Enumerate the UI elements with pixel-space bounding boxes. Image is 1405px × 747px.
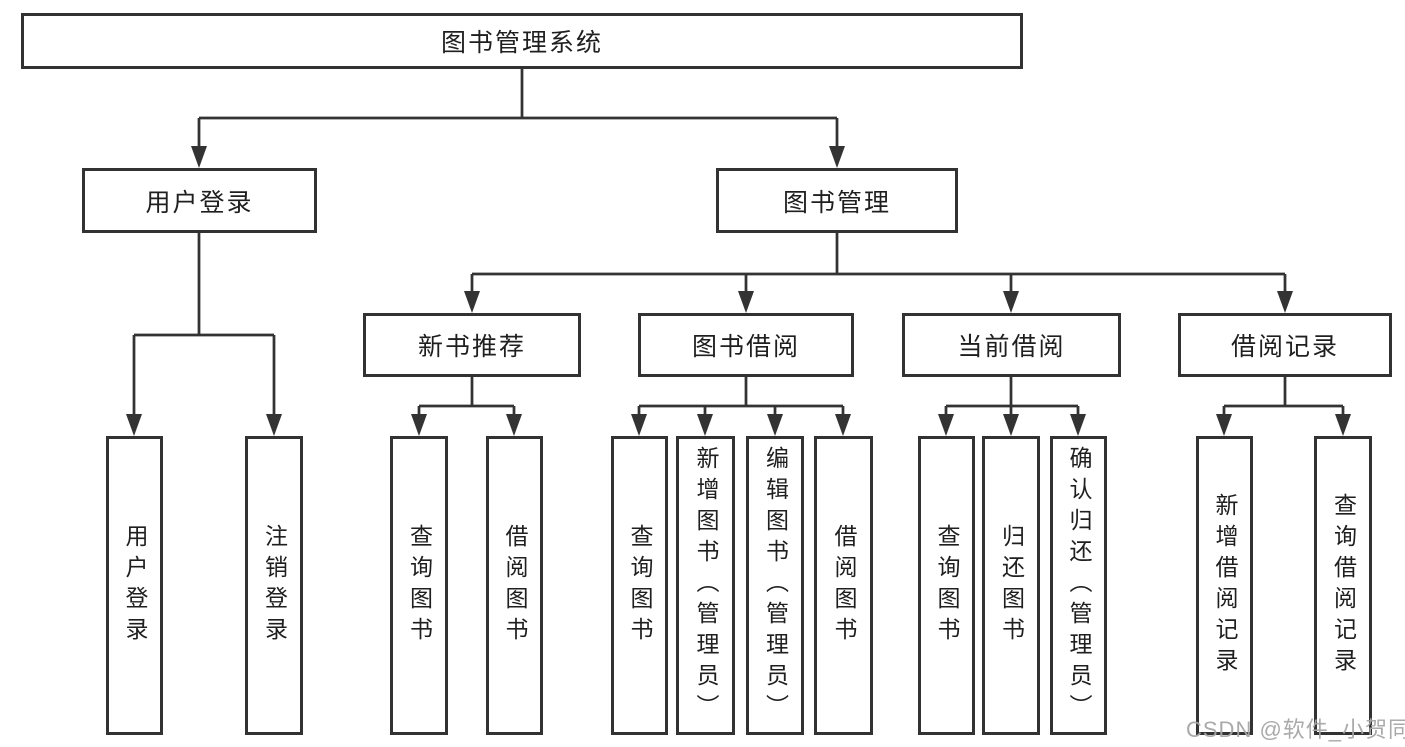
leaf-label: 确认归还（管理员） [1066, 446, 1092, 725]
arrowhead [938, 414, 954, 436]
leaf-label: 新增借阅记录 [1212, 492, 1238, 679]
arrowhead [1003, 414, 1019, 436]
connector-root-to-level1 [191, 69, 845, 168]
connector-book-management-children [464, 233, 1293, 313]
arrowhead [126, 414, 142, 436]
node-book-borrow: 图书借阅 [638, 313, 854, 377]
arrowhead [1070, 414, 1086, 436]
leaf-label: 借阅图书 [831, 523, 857, 648]
leaf-label: 查询图书 [627, 523, 653, 648]
arrowhead [1277, 291, 1293, 313]
arrowhead [191, 146, 207, 168]
arrowhead [266, 414, 282, 436]
arrowhead [506, 414, 522, 436]
node-label: 图书管理系统 [440, 29, 603, 57]
arrowhead [631, 414, 647, 436]
arrowhead [464, 291, 480, 313]
node-user-login: 用户登录 [82, 168, 317, 233]
leaf-label: 查询借阅记录 [1330, 492, 1357, 679]
connector-book-borrow-children [631, 377, 851, 436]
leaf-add-books-admin: 新增图书（管理员） [676, 436, 735, 735]
leaf-label: 归还图书 [998, 523, 1025, 648]
arrowhead [1335, 414, 1351, 436]
arrowhead [738, 291, 754, 313]
leaf-label: 注销登录 [261, 523, 288, 648]
leaf-label: 用户登录 [122, 523, 148, 648]
leaf-label: 编辑图书（管理员） [762, 446, 789, 725]
arrowhead [829, 146, 845, 168]
leaf-query-books-borrow: 查询图书 [611, 436, 668, 735]
node-current-borrow: 当前借阅 [902, 313, 1121, 377]
connector-borrow-records-children [1216, 377, 1351, 436]
leaf-label: 查询图书 [934, 523, 960, 648]
leaf-confirm-return-admin: 确认归还（管理员） [1050, 436, 1107, 735]
node-book-management: 图书管理 [716, 168, 958, 233]
leaf-label: 新增图书（管理员） [693, 446, 719, 725]
connector-current-borrow-children [938, 377, 1086, 436]
node-label: 借阅记录 [1230, 333, 1339, 361]
leaf-label: 借阅图书 [502, 523, 528, 648]
leaf-user-login: 用户登录 [106, 436, 163, 735]
leaf-query-books-recommend: 查询图书 [390, 436, 448, 735]
leaf-return-books: 归还图书 [982, 436, 1040, 735]
connector-new-book-children [411, 377, 522, 436]
arrowhead [767, 414, 783, 436]
arrowhead [835, 414, 851, 436]
leaf-logout: 注销登录 [245, 436, 303, 735]
node-label: 当前借阅 [957, 333, 1066, 361]
connector-user-login-children [126, 233, 282, 436]
node-borrow-records: 借阅记录 [1178, 313, 1392, 377]
node-library-management-system: 图书管理系统 [21, 13, 1023, 69]
leaf-query-books-current: 查询图书 [918, 436, 975, 735]
leaf-borrow-books: 借阅图书 [814, 436, 873, 735]
node-label: 新书推荐 [417, 333, 526, 361]
node-label: 图书借阅 [691, 333, 800, 361]
arrowhead [697, 414, 713, 436]
arrowhead [1003, 291, 1019, 313]
arrowhead [411, 414, 427, 436]
leaf-label: 查询图书 [406, 523, 433, 648]
arrowhead [1216, 414, 1232, 436]
leaf-add-borrow-record: 新增借阅记录 [1196, 436, 1253, 735]
leaf-borrow-books-recommend: 借阅图书 [486, 436, 543, 735]
node-new-book-recommend: 新书推荐 [363, 313, 581, 377]
csdn-watermark: CSDN @软件_小贺同学 [1186, 717, 1405, 742]
node-label: 图书管理 [782, 188, 891, 217]
node-label: 用户登录 [145, 188, 254, 217]
leaf-query-borrow-record: 查询借阅记录 [1314, 436, 1372, 735]
leaf-edit-books-admin: 编辑图书（管理员） [746, 436, 804, 735]
